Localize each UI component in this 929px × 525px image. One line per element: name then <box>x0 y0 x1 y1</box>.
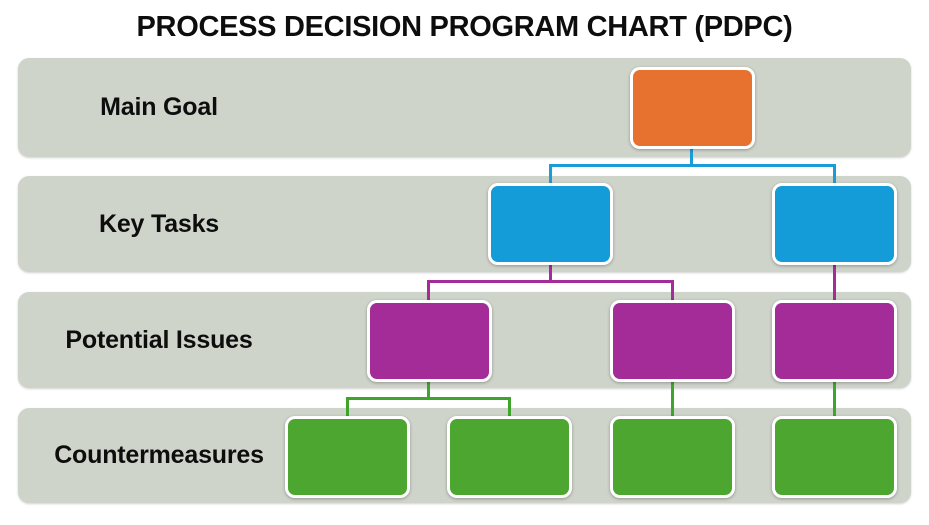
key-task-node-2 <box>772 183 897 265</box>
connector-goal-branch <box>549 164 836 167</box>
connector-task-1-branch <box>427 280 674 283</box>
countermeasure-node-3 <box>610 416 735 498</box>
connector-issue-1-to-cm-2 <box>508 397 511 419</box>
connector-task-2-to-issue-3 <box>833 262 836 303</box>
main-goal-node <box>630 67 755 149</box>
connector-goal-to-task-2 <box>833 164 836 186</box>
connector-task-1-stem <box>549 262 552 283</box>
countermeasure-node-1 <box>285 416 410 498</box>
key-task-node-1 <box>488 183 613 265</box>
countermeasure-node-2 <box>447 416 572 498</box>
page-title: PROCESS DECISION PROGRAM CHART (PDPC) <box>136 11 793 43</box>
row-label-potential-issues: Potential Issues <box>65 325 253 354</box>
row-label-main-goal: Main Goal <box>100 93 218 121</box>
connector-issue-1-to-cm-1 <box>346 397 349 419</box>
band-key-tasks: Key Tasks <box>18 176 911 272</box>
connector-goal-stem <box>690 146 693 167</box>
row-label-key-tasks: Key Tasks <box>98 209 220 238</box>
connector-issue-1-stem <box>427 379 430 400</box>
connector-task-1-to-issue-1 <box>427 280 430 303</box>
potential-issue-node-2 <box>610 300 735 382</box>
connector-issue-2-to-cm-3 <box>671 379 674 419</box>
connector-task-1-to-issue-2 <box>671 280 674 303</box>
potential-issue-node-1 <box>367 300 492 382</box>
band-main-goal: Main Goal <box>18 58 911 157</box>
connector-issue-1-branch <box>346 397 511 400</box>
countermeasure-node-4 <box>772 416 897 498</box>
row-label-countermeasures: Countermeasures <box>54 441 264 469</box>
potential-issue-node-3 <box>772 300 897 382</box>
connector-goal-to-task-1 <box>549 164 552 186</box>
connector-issue-3-to-cm-4 <box>833 379 836 419</box>
